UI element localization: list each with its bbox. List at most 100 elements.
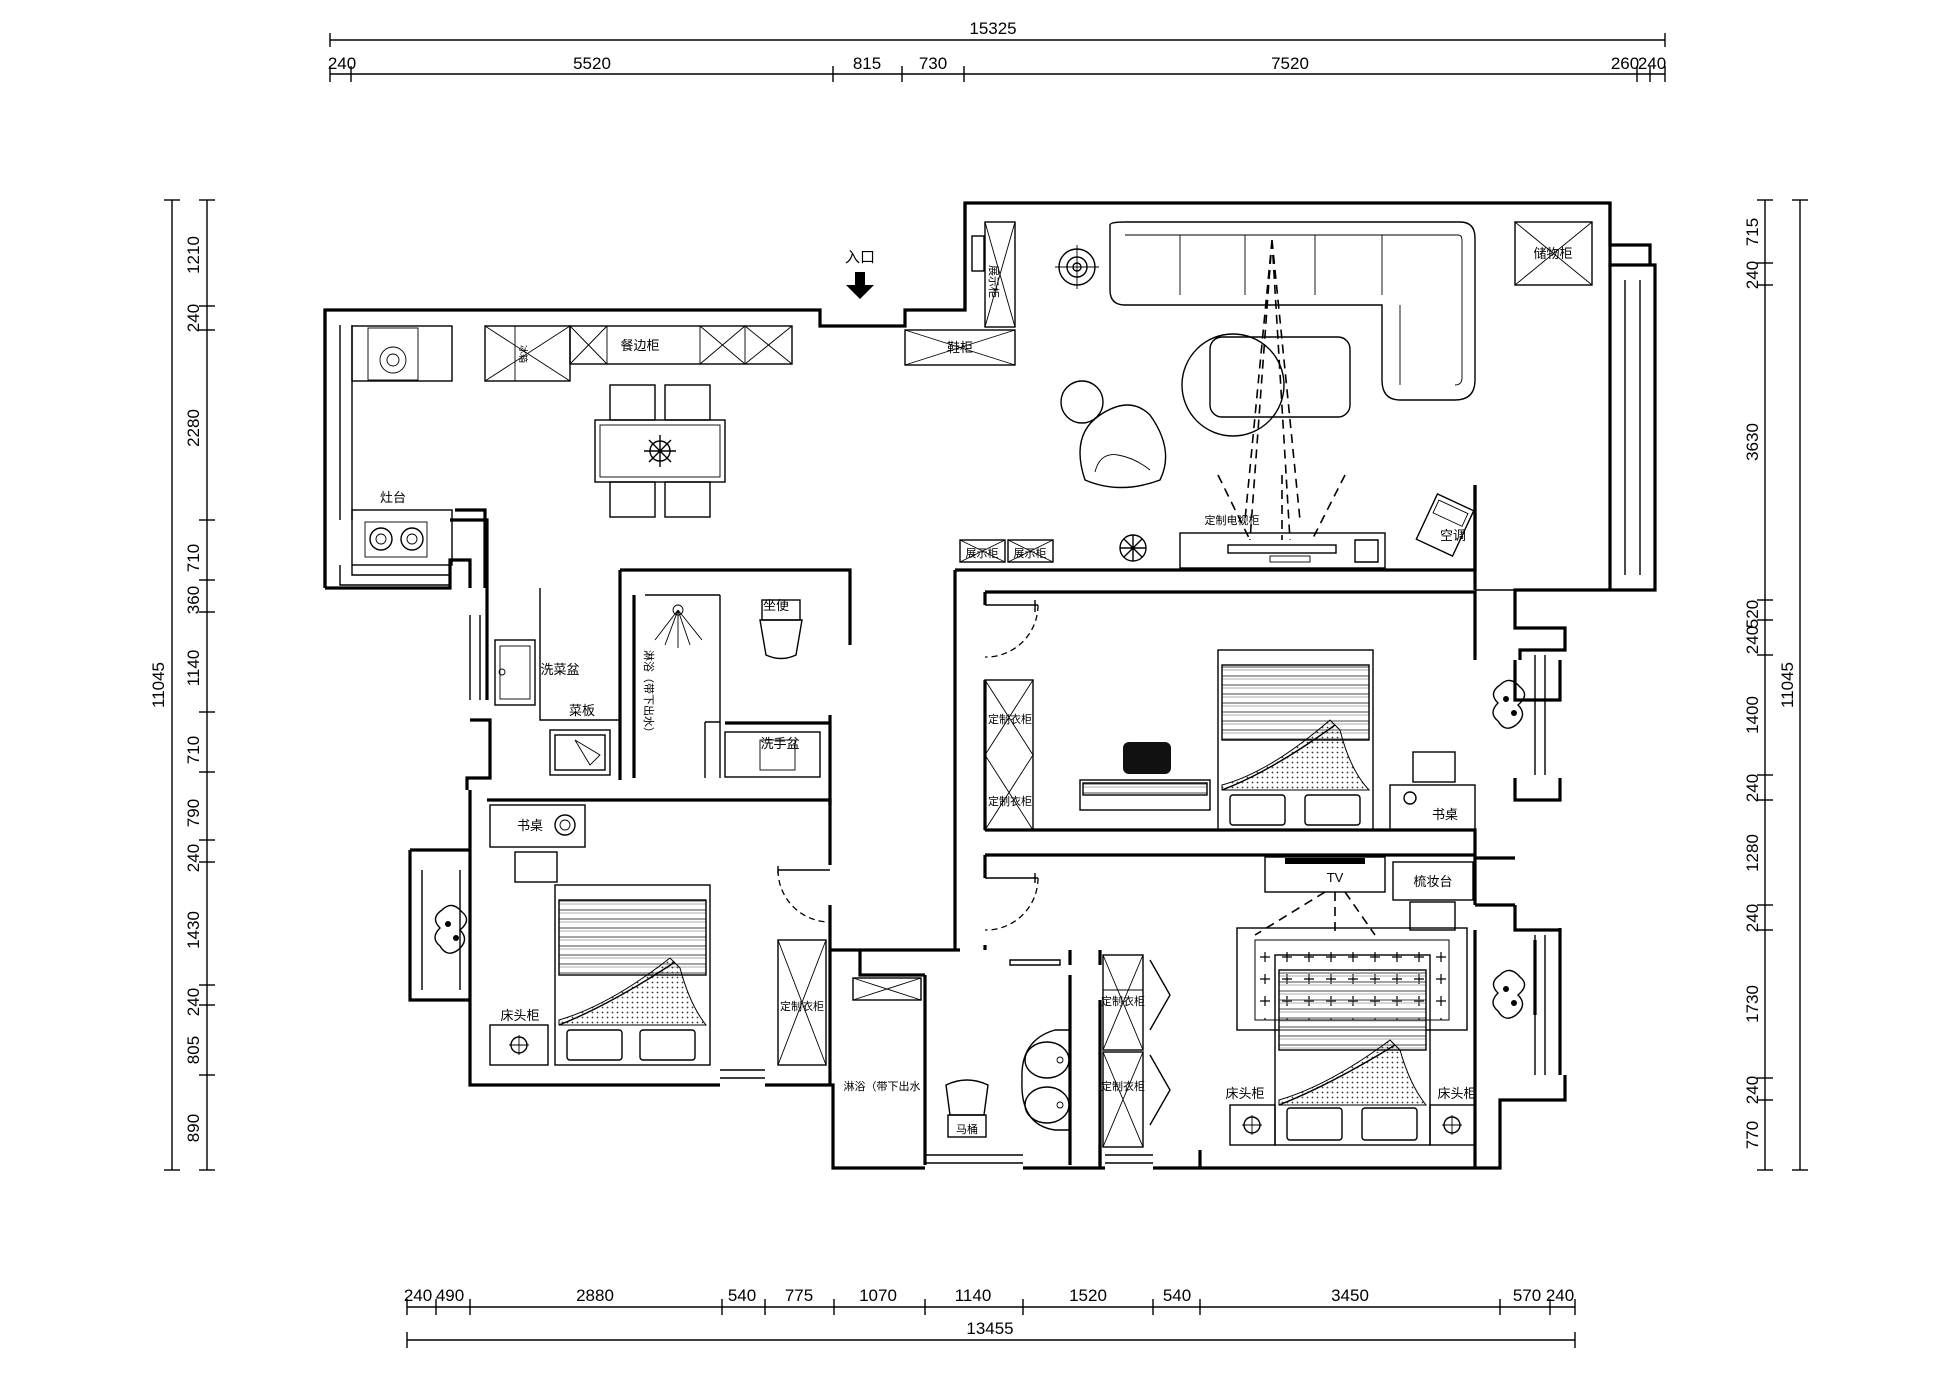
kitchen-dining: 冰箱 餐边柜 灶台 洗菜盆 菜板 <box>351 325 793 776</box>
dim-right-5: 1400 <box>1743 696 1762 734</box>
entrance: 入口 <box>845 249 875 299</box>
dim-left-10: 240 <box>184 988 203 1016</box>
dim-left-9: 1430 <box>184 911 203 949</box>
nightstand-2-label: 床头柜 <box>1225 1086 1264 1101</box>
dim-top-total: 15325 <box>969 19 1016 38</box>
wardrobe-4-label: 定制衣柜 <box>1101 994 1145 1008</box>
shoe-cabinet-label: 鞋柜 <box>947 340 973 355</box>
dim-bottom-0: 240 <box>404 1286 432 1305</box>
dim-right-3: 240 <box>1743 626 1762 654</box>
air-conditioner-label: 空调 <box>1440 528 1466 543</box>
dim-left-2: 2280 <box>184 409 203 447</box>
wardrobe-corridor: 定制衣柜 定制衣柜 <box>1101 954 1171 1148</box>
shower-2-label: 淋浴（带下出水 <box>844 1079 921 1093</box>
wardrobe-3-label: 定制衣柜 <box>780 999 824 1013</box>
dim-left-5: 1140 <box>184 650 203 687</box>
wardrobe-5-label: 定制衣柜 <box>1101 1079 1145 1093</box>
toilet <box>759 619 803 660</box>
dim-bottom-total: 13455 <box>966 1319 1013 1338</box>
bedroom-1: 定制衣柜 定制衣柜 书桌 <box>984 649 1526 831</box>
dim-bottom-5: 1070 <box>859 1286 897 1305</box>
stove-label: 灶台 <box>380 490 406 505</box>
shower-label: 淋浴（带下出水） <box>642 650 656 738</box>
bed-3 <box>1274 954 1431 1146</box>
storage-cabinet <box>1514 221 1593 286</box>
dimension-bottom: 240 490 2880 540 775 1070 1140 1520 540 … <box>404 1286 1576 1348</box>
dim-right-11: 770 <box>1743 1121 1762 1149</box>
dim-left-6: 710 <box>184 736 203 764</box>
dim-right-total: 11045 <box>1778 662 1797 708</box>
dim-right-4: 520 <box>1743 600 1762 628</box>
dimension-right: 715 240 3630 240 520 1400 240 1280 240 1… <box>1743 199 1808 1171</box>
dim-left-7: 790 <box>184 799 203 827</box>
wardrobe-2-label: 定制衣柜 <box>988 794 1032 808</box>
master-bedroom: TV 梳妆台 床头柜 床头柜 <box>1225 856 1526 1146</box>
dim-right-9: 1730 <box>1743 985 1762 1023</box>
washbasin <box>724 731 821 778</box>
plant-icon <box>1119 534 1147 562</box>
tv-label: TV <box>1327 870 1344 885</box>
fridge-label: 冰箱 <box>518 345 529 363</box>
dim-bottom-11: 240 <box>1546 1286 1574 1305</box>
dim-bottom-10: 570 <box>1513 1286 1541 1305</box>
washbasin-label: 洗手盆 <box>760 736 799 751</box>
sideboard-label: 餐边柜 <box>620 338 659 353</box>
dim-left-11: 805 <box>184 1036 203 1064</box>
shoe-cabinet <box>904 329 1016 366</box>
desk-chair-1 <box>1123 742 1171 774</box>
bedroom-2: 书桌 床头柜 定制衣柜 <box>434 804 827 1066</box>
dimension-left: 11045 1210 240 2280 710 360 1140 710 790… <box>149 199 215 1171</box>
toilet-2-label: 马桶 <box>956 1122 978 1136</box>
dim-right-0: 715 <box>1743 218 1762 246</box>
dim-top-0: 240 <box>328 54 356 73</box>
veg-sink <box>494 639 536 706</box>
dim-left-12: 890 <box>184 1114 203 1142</box>
nightstand-2 <box>1229 1104 1276 1146</box>
stove <box>351 509 453 566</box>
wardrobe-4 <box>1102 954 1144 1051</box>
dim-left-8: 240 <box>184 844 203 872</box>
display-cabinet-label: 展示柜 <box>987 265 1000 298</box>
nightstand-1 <box>489 1024 549 1066</box>
veg-sink-label: 洗菜盆 <box>540 662 579 677</box>
dim-right-7: 1280 <box>1743 834 1762 872</box>
custom-tv-cabinet-label: 定制电视柜 <box>1205 513 1260 527</box>
dim-left-0: 1210 <box>184 236 203 274</box>
display-cabinet-b <box>1007 539 1054 563</box>
dim-left-total: 11045 <box>149 662 168 708</box>
nightstand-3 <box>1429 1104 1476 1146</box>
display-cabinet-a <box>959 539 1006 563</box>
entrance-label: 入口 <box>845 249 875 266</box>
dim-right-8: 240 <box>1743 904 1762 932</box>
toilet-2 <box>945 1079 989 1116</box>
entrance-arrow-icon <box>846 272 874 299</box>
tv-cabinet <box>1179 532 1386 569</box>
coffee-table <box>1209 336 1351 418</box>
side-table <box>1181 333 1285 437</box>
doors <box>777 600 1039 931</box>
sideboard <box>569 325 793 365</box>
desk-1-label: 书桌 <box>1432 807 1458 822</box>
dim-left-4: 360 <box>184 586 203 614</box>
dim-bottom-8: 540 <box>1163 1286 1191 1305</box>
wardrobe-5 <box>1102 1051 1144 1148</box>
dining-table <box>594 419 726 483</box>
dim-top-2: 815 <box>853 54 881 73</box>
chopping-board-label: 菜板 <box>569 703 595 718</box>
air-conditioner-icon <box>1415 492 1475 558</box>
display-cabinet <box>984 221 1016 328</box>
dresser-label: 梳妆台 <box>1413 874 1452 889</box>
bathroom-central: 淋浴（带下出水） 坐便 洗手盆 <box>642 594 821 778</box>
potted-plant-icon-2 <box>434 904 468 954</box>
potted-plant-icon <box>1492 679 1526 729</box>
desk-2 <box>489 804 586 848</box>
dim-bottom-6: 1140 <box>955 1286 992 1305</box>
flower-decoration-icon <box>644 435 676 467</box>
dim-top-4: 7520 <box>1271 54 1309 73</box>
lounge-chair <box>1079 404 1167 489</box>
dim-left-1: 240 <box>184 304 203 332</box>
nightstand-3-label: 床头柜 <box>1437 1086 1476 1101</box>
display-cabinet-a-label: 展示柜 <box>966 547 999 560</box>
bathroom-2: 淋浴（带下出水 马桶 <box>844 959 1070 1138</box>
